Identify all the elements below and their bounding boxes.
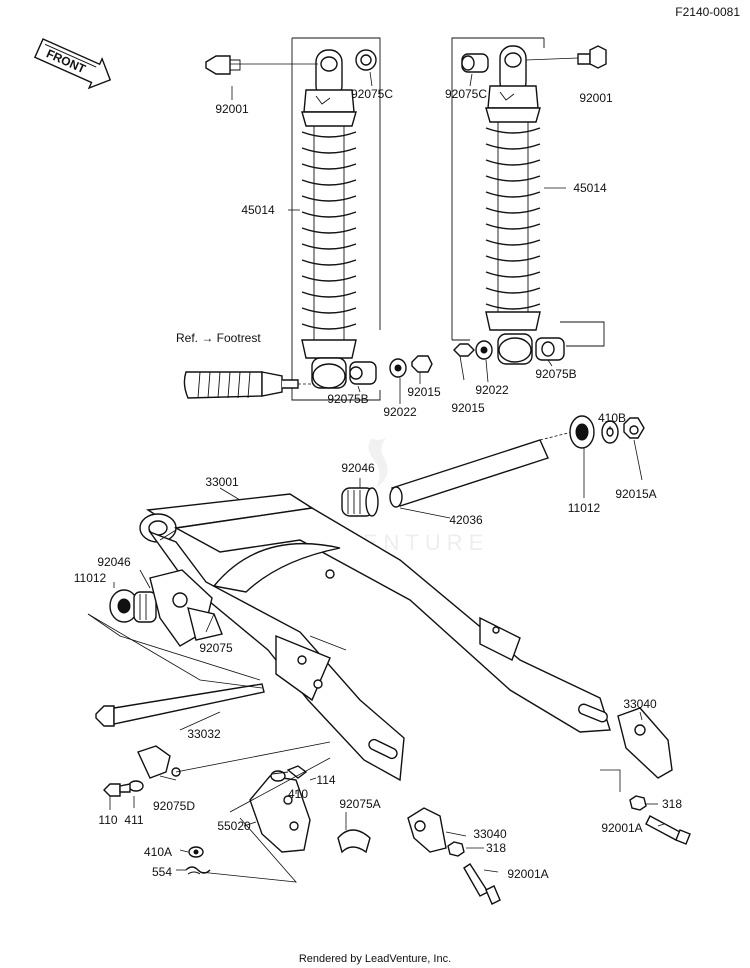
label-washer-410: 410 (288, 787, 308, 801)
label-axle-bolt: 33032 (187, 727, 221, 741)
leader-lines (87, 71, 665, 883)
label-pivot-shaft: 42036 (449, 513, 483, 527)
label-nut-318-left: 318 (486, 841, 506, 855)
footer-credit: Rendered by LeadVenture, Inc. (299, 953, 451, 965)
label-pad-92075d: 92075D (153, 799, 195, 813)
label-collar-right-bottom: 92075B (535, 367, 576, 381)
label-nut-92015a: 92015A (615, 487, 656, 501)
label-seal-left: 11012 (74, 571, 107, 585)
label-bolt-114: 114 (316, 773, 335, 787)
front-arrow-icon: FRONT (33, 38, 112, 90)
swingarm (139, 493, 611, 782)
label-washer-411: 411 (124, 813, 143, 827)
label-bolt-92001a-left: 92001A (507, 867, 548, 881)
pivot-shaft-assembly (341, 415, 645, 517)
left-pivot-hardware (109, 569, 223, 647)
label-nut-left: 92015 (407, 385, 441, 399)
label-guide-55020: 55020 (217, 819, 251, 833)
figure-code: F2140-0081 (675, 5, 740, 19)
label-seal-right: 11012 (568, 501, 601, 515)
label-washer-410b: 410B (598, 411, 626, 425)
label-shock-right: 45014 (573, 181, 607, 195)
chain-guide-parts (103, 745, 371, 875)
label-pad-92075a: 92075A (339, 797, 380, 811)
label-bushing-left: 92046 (97, 555, 131, 569)
label-pad-92075: 92075 (199, 641, 233, 655)
label-collar-left-bottom: 92075B (327, 392, 368, 406)
label-washer-410a: 410A (144, 845, 172, 859)
right-shock-absorber (451, 37, 605, 365)
label-nut-right: 92015 (451, 401, 485, 415)
label-collar-right-top: 92075C (445, 87, 487, 101)
chain-adjusters (407, 707, 691, 905)
label-washer-right: 92022 (475, 383, 509, 397)
reference-footrest-label: Ref. → Footrest (176, 331, 261, 345)
left-shock-absorber (291, 37, 381, 401)
label-bolt-left-shock: 92001 (215, 102, 249, 116)
label-shock-left: 45014 (241, 203, 275, 217)
label-bolt-right-shock: 92001 (579, 91, 613, 105)
label-bolt-92001a-right: 92001A (601, 821, 642, 835)
label-adjuster-right: 33040 (623, 697, 657, 711)
label-collar-left-top: 92075C (351, 87, 393, 101)
label-clip-554: 554 (152, 865, 172, 879)
label-bolt-110: 110 (98, 813, 117, 827)
label-washer-left: 92022 (383, 405, 417, 419)
axle-bolt (95, 683, 265, 727)
label-swingarm: 33001 (205, 475, 239, 489)
label-bushing-top: 92046 (341, 461, 375, 475)
left-shock-hardware (183, 49, 433, 399)
label-adjuster-left: 33040 (473, 827, 507, 841)
label-nut-318-right: 318 (662, 797, 682, 811)
part-labels: 92001 92075C 45014 92075B 92022 92015 92… (74, 87, 683, 881)
